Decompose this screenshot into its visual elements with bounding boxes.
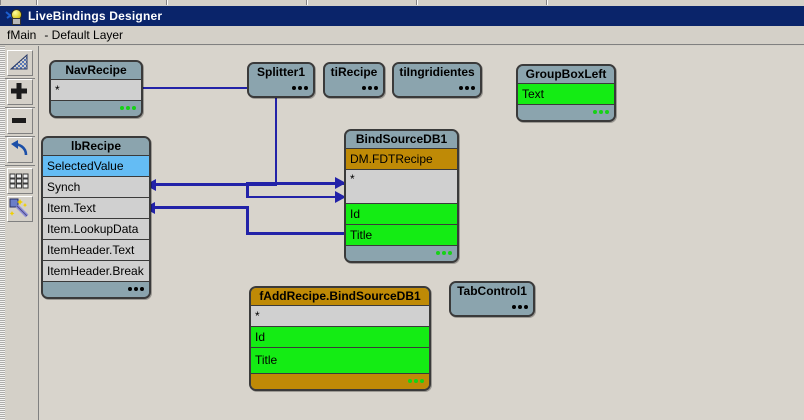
- node-lbrecipe-row-item-text[interactable]: Item.Text: [43, 198, 149, 219]
- livebindings-icon: [5, 8, 22, 25]
- grid-glyph: [9, 173, 29, 189]
- node-tirecipe-footer[interactable]: [325, 81, 383, 96]
- wire-title-h-top: [154, 206, 249, 209]
- node-bindsourcedb1-row-title[interactable]: Title: [346, 225, 457, 246]
- node-faddrecipe-row-id[interactable]: Id: [251, 327, 429, 348]
- designer-toolbar: [0, 46, 39, 420]
- node-splitter1[interactable]: Splitter1: [247, 62, 315, 98]
- node-bindsourcedb1-row-id[interactable]: Id: [346, 204, 457, 225]
- node-faddrecipe-row-star[interactable]: *: [251, 306, 429, 327]
- node-bindsourcedb1-row-dataset[interactable]: DM.FDTRecipe: [346, 149, 457, 170]
- designer-info-bar: fMain - Default Layer: [0, 26, 804, 45]
- top-strip-seg-2: [36, 0, 168, 5]
- arrow-into-bindsource-star-lower: [335, 191, 346, 203]
- node-faddrecipe-menu-dots-icon[interactable]: [408, 379, 424, 383]
- wire-bindsource-star-out-h: [246, 182, 346, 185]
- node-bindsourcedb1-footer[interactable]: [346, 246, 457, 261]
- node-tabcontrol1[interactable]: TabControl1: [449, 281, 535, 317]
- form-name-label: fMain: [7, 28, 37, 42]
- node-tiingridientes-footer[interactable]: [394, 81, 480, 96]
- zoom-out-icon[interactable]: [7, 108, 33, 134]
- node-lbrecipe-title: lbRecipe: [43, 138, 149, 156]
- wire-navrecipe-v: [275, 87, 277, 185]
- window-title: LiveBindings Designer: [28, 9, 163, 23]
- node-splitter1-title: Splitter1: [249, 64, 313, 81]
- node-lbrecipe-row-synch[interactable]: Synch: [43, 177, 149, 198]
- node-tirecipe-menu-dots-icon[interactable]: [362, 86, 378, 90]
- minus-glyph: [12, 118, 26, 123]
- wizard-wand-glyph: [9, 198, 29, 218]
- node-tirecipe-title: tiRecipe: [325, 64, 383, 81]
- node-navrecipe-menu-dots-icon[interactable]: [120, 106, 136, 110]
- wire-navrecipe-h-bottom: [155, 183, 277, 186]
- layer-name-label: - Default Layer: [44, 28, 124, 42]
- node-navrecipe[interactable]: NavRecipe *: [49, 60, 143, 118]
- node-groupboxleft-title: GroupBoxLeft: [518, 66, 614, 84]
- node-lbrecipe-row-itemheader-text[interactable]: ItemHeader.Text: [43, 240, 149, 261]
- designer-canvas[interactable]: NavRecipe * lbRecipe SelectedValue Synch…: [39, 46, 804, 420]
- node-lbrecipe-row-itemheader-break[interactable]: ItemHeader.Break: [43, 261, 149, 282]
- undo-arrow-glyph: [11, 140, 28, 156]
- wizard-wand-icon[interactable]: [7, 196, 33, 222]
- wire-bindsource-star-in-h: [246, 196, 346, 198]
- node-tiingridientes[interactable]: tiIngridientes: [392, 62, 482, 98]
- top-strip-seg-5: [416, 0, 548, 5]
- node-groupboxleft-row-text[interactable]: Text: [518, 84, 614, 105]
- node-navrecipe-footer[interactable]: [51, 101, 141, 116]
- undo-icon[interactable]: [7, 137, 33, 163]
- node-lbrecipe-footer[interactable]: [43, 282, 149, 297]
- node-faddrecipe-row-title[interactable]: Title: [251, 348, 429, 374]
- wire-title-v: [246, 206, 249, 235]
- top-strip-seg-6: [546, 0, 804, 5]
- top-strip-seg-4: [306, 0, 418, 5]
- zoom-in-icon[interactable]: [7, 79, 33, 105]
- node-navrecipe-row-star[interactable]: *: [51, 80, 141, 101]
- title-bar[interactable]: LiveBindings Designer: [0, 6, 804, 26]
- node-groupboxleft-menu-dots-icon[interactable]: [593, 110, 609, 114]
- top-strip-seg-3: [166, 0, 308, 5]
- node-bindsourcedb1-title: BindSourceDB1: [346, 131, 457, 149]
- node-bindsourcedb1-menu-dots-icon[interactable]: [436, 251, 452, 255]
- node-tabcontrol1-title: TabControl1: [451, 283, 533, 300]
- node-lbrecipe-menu-dots-icon[interactable]: [128, 287, 144, 291]
- node-lbrecipe-row-selectedvalue[interactable]: SelectedValue: [43, 156, 149, 177]
- node-bindsourcedb1[interactable]: BindSourceDB1 DM.FDTRecipe * Id Title: [344, 129, 459, 263]
- wire-title-h-bottom: [246, 232, 350, 235]
- node-faddrecipe-footer[interactable]: [251, 374, 429, 389]
- wire-bindsource-star-out-v: [246, 182, 249, 198]
- grid-icon[interactable]: [7, 168, 33, 194]
- node-bindsourcedb1-row-star[interactable]: *: [346, 170, 457, 204]
- top-strip-seg-1: [0, 0, 38, 5]
- node-splitter1-menu-dots-icon[interactable]: [292, 86, 308, 90]
- node-tabcontrol1-footer[interactable]: [451, 300, 533, 315]
- node-tiingridientes-title: tiIngridientes: [394, 64, 480, 81]
- gradient-tool-glyph: [9, 53, 28, 70]
- node-splitter1-footer[interactable]: [249, 81, 313, 96]
- node-groupboxleft[interactable]: GroupBoxLeft Text: [516, 64, 616, 122]
- wire-navrecipe-h-top: [143, 87, 277, 89]
- node-faddrecipe-bindsourcedb1[interactable]: fAddRecipe.BindSourceDB1 * Id Title: [249, 286, 431, 391]
- node-lbrecipe[interactable]: lbRecipe SelectedValue Synch Item.Text I…: [41, 136, 151, 299]
- toolbar-grip[interactable]: [0, 46, 5, 420]
- node-navrecipe-title: NavRecipe: [51, 62, 141, 80]
- node-groupboxleft-footer[interactable]: [518, 105, 614, 120]
- arrow-into-bindsource-star-upper: [335, 177, 346, 189]
- plus-glyph: [11, 83, 27, 99]
- node-tabcontrol1-menu-dots-icon[interactable]: [512, 305, 528, 309]
- node-faddrecipe-title: fAddRecipe.BindSourceDB1: [251, 288, 429, 306]
- gradient-tool-icon[interactable]: [7, 50, 33, 76]
- node-tiingridientes-menu-dots-icon[interactable]: [459, 86, 475, 90]
- node-tirecipe[interactable]: tiRecipe: [323, 62, 385, 98]
- node-lbrecipe-row-item-lookupdata[interactable]: Item.LookupData: [43, 219, 149, 240]
